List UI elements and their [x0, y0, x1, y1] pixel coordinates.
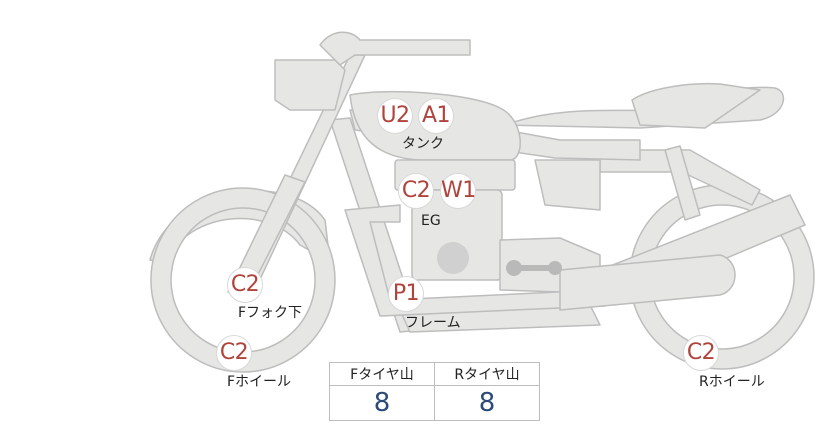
damage-code-badge: W1	[440, 173, 476, 209]
front-tire-tread-header: Fタイヤ山	[329, 362, 435, 386]
damage-code-badge: A1	[418, 98, 454, 134]
headlight	[274, 59, 346, 111]
front-tire-tread-value: 8	[329, 385, 435, 421]
damage-code-badge: C2	[216, 335, 252, 371]
damage-code-badge: C2	[398, 173, 434, 209]
rear-shock	[664, 145, 701, 221]
rear-tire-tread-header: Rタイヤ山	[434, 362, 540, 386]
damage-code-badge: C2	[227, 267, 263, 303]
part-label-rear-wheel: Rホイール	[699, 374, 765, 390]
muffler	[559, 254, 736, 311]
part-label-front-fork-lower: Fフォク下	[238, 305, 303, 321]
handlebar	[319, 31, 471, 66]
damage-code-badge: U2	[377, 98, 413, 134]
damage-code-badge: P1	[388, 276, 424, 312]
part-label-tank: タンク	[402, 136, 444, 152]
part-label-engine: EG	[421, 213, 441, 229]
part-label-front-wheel: Fホイール	[227, 374, 292, 390]
tire-tread-table: Fタイヤ山 Rタイヤ山 8 8	[329, 362, 540, 421]
engine-hub	[437, 242, 469, 274]
part-label-frame: フレーム	[405, 315, 461, 331]
brake-pivot-right	[548, 261, 562, 275]
damage-code-badge: C2	[683, 335, 719, 371]
brake-rod	[510, 265, 560, 271]
tail	[631, 82, 761, 129]
brake-pivot-left	[506, 260, 522, 276]
rear-tire-tread-value: 8	[434, 385, 540, 421]
side-cover	[534, 159, 601, 211]
